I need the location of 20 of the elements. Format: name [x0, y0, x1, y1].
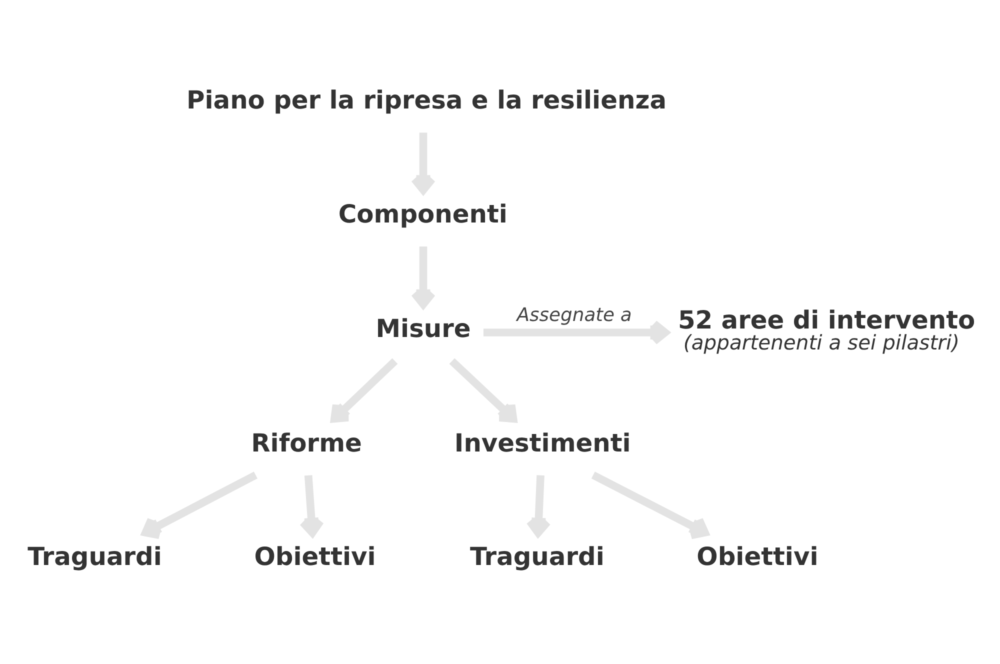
node-text: Riforme: [251, 428, 362, 457]
node-text: Traguardi: [28, 542, 162, 571]
edge-label: Assegnate a: [516, 304, 632, 326]
arrow: [483, 319, 669, 345]
arrow: [410, 246, 436, 308]
arrow: [330, 358, 398, 422]
arrow: [410, 132, 436, 194]
arrow: [591, 471, 709, 539]
arrow: [449, 358, 518, 422]
node-text: Traguardi: [470, 542, 604, 571]
node-text: Piano per la ripresa e la resilienza: [186, 85, 667, 114]
node-text: Misure: [376, 313, 471, 342]
node-text: Obiettivi: [254, 542, 376, 571]
node-text: 52 aree di intervento (appartenenti a sei pilastri): [678, 304, 976, 354]
node-text: Componenti: [338, 198, 508, 228]
node-text: Investimenti: [454, 428, 631, 457]
arrow: [526, 474, 552, 536]
node-text: Obiettivi: [696, 542, 818, 571]
arrow: [142, 471, 258, 539]
arrow: [298, 474, 324, 536]
